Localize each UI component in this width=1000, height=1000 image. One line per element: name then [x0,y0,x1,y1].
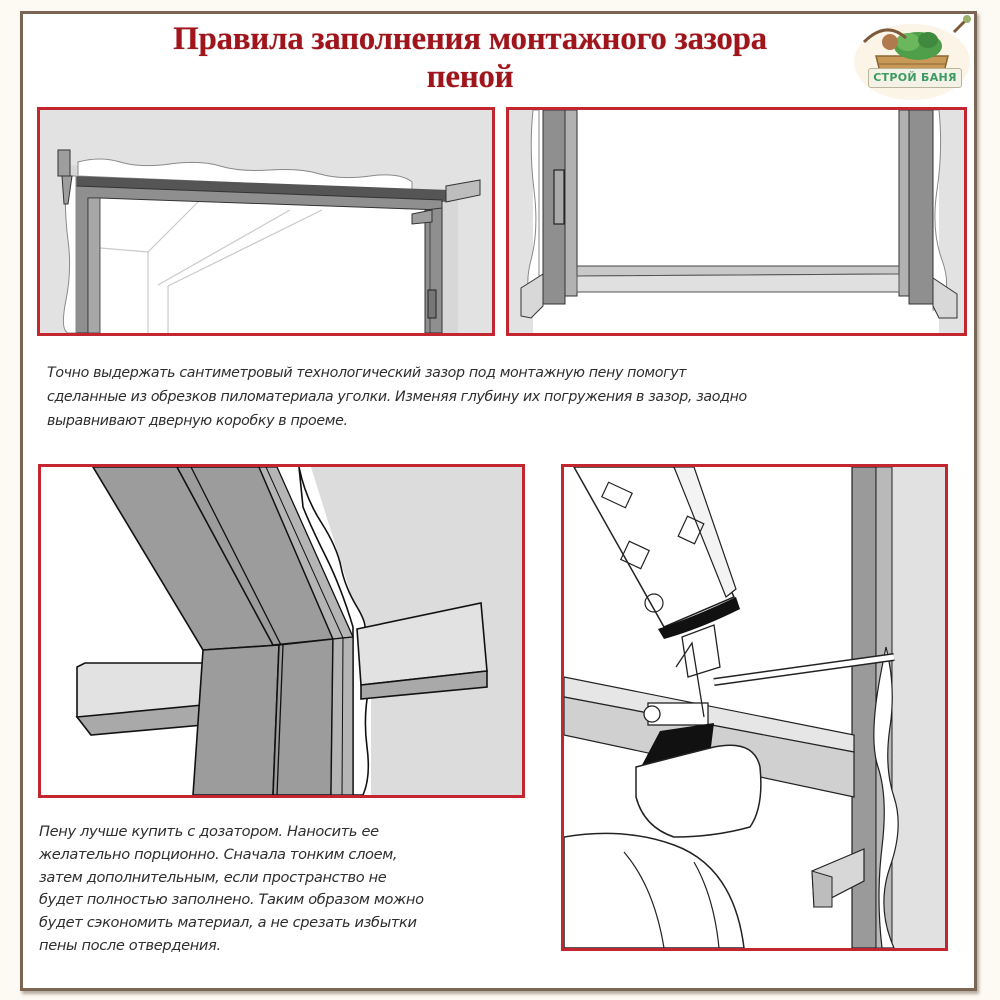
caption-wedges: Точно выдержать сантиметровый технологич… [47,361,977,433]
illustration-panel-4 [561,464,948,951]
caption-line: сделанные из обрезков пиломатериала угол… [47,389,747,405]
caption-line: Пену лучше купить с дозатором. Наносить … [39,823,379,840]
caption-line: будет полностью заполнено. Таким образом… [39,891,424,909]
caption-line: пены после отвердения. [39,936,221,954]
caption-line: затем дополнительным, если пространство … [39,868,387,886]
illustration-panel-1 [37,107,495,336]
foam-gun-illustration [564,467,945,948]
page-title: Правила заполнения монтажного зазора пен… [90,20,850,96]
title-line-2: пеной [426,59,514,95]
caption-line: выравнивают дверную коробку в проеме. [47,413,348,429]
caption-line: желательно порционно. Сначала тонким сло… [39,845,398,863]
illustration-panel-2 [506,107,967,336]
title-line-1: Правила заполнения монтажного зазора [173,21,767,57]
illustration-panel-3 [38,464,525,798]
caption-line: Точно выдержать сантиметровый технологич… [47,365,687,381]
bathhouse-tub-icon [854,15,971,100]
door-corner-wedge-illustration [41,467,522,795]
caption-line: будет сэкономить материал, а не срезать … [39,914,417,932]
brand-logo: СТРОЙ БАНЯ [846,12,978,102]
door-frame-top-illustration [40,110,492,333]
door-frame-bottom-illustration [509,110,964,333]
logo-label: СТРОЙ БАНЯ [868,68,962,88]
caption-foam-gun: Пену лучше купить с дозатором. Наносить … [39,821,559,958]
